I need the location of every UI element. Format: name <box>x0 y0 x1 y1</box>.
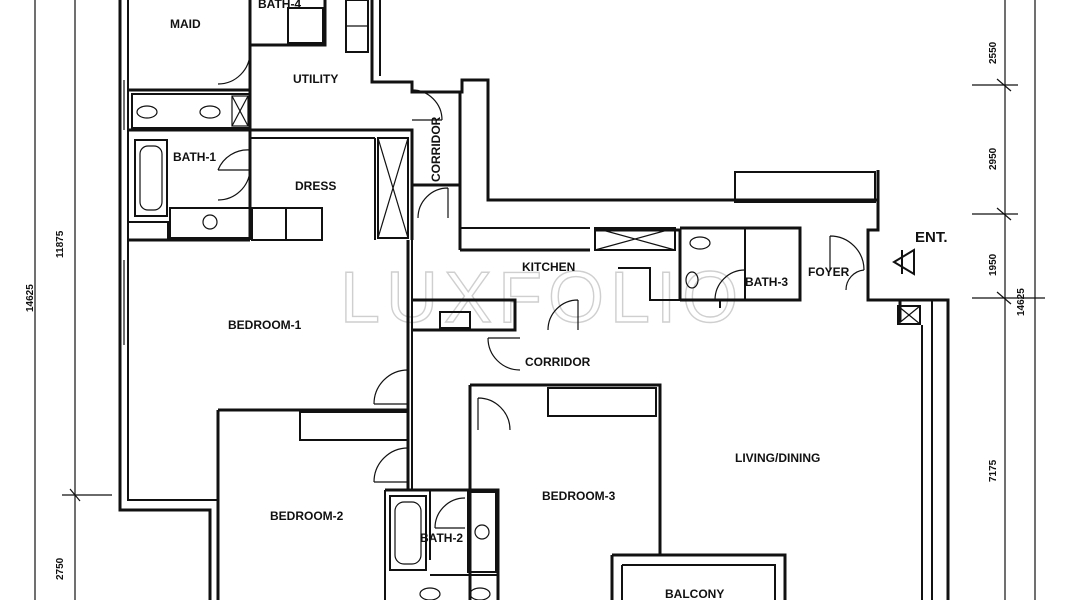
room-label-bath4: BATH-4 <box>258 0 301 11</box>
room-label-dress: DRESS <box>295 179 336 193</box>
dim-right-7175: 7175 <box>988 459 999 482</box>
doors <box>217 51 865 529</box>
dim-right-1950: 1950 <box>988 253 999 276</box>
watermark-text: LUXFOLIO <box>340 258 744 338</box>
exterior-walls <box>118 0 950 600</box>
room-label-utility: UTILITY <box>293 72 338 86</box>
dim-left-upper: 11875 <box>55 230 66 258</box>
left-dimension-lines <box>34 0 112 600</box>
room-label-foyer: FOYER <box>808 265 850 279</box>
room-label-kitchen: KITCHEN <box>522 260 575 274</box>
right-dimension-lines <box>972 0 1045 600</box>
room-label-balcony: BALCONY <box>665 587 724 600</box>
fixtures <box>131 7 711 600</box>
room-label-bedroom3: BEDROOM-3 <box>542 489 616 503</box>
room-label-bath1: BATH-1 <box>173 150 216 164</box>
dim-right-2550: 2550 <box>988 41 999 64</box>
room-label-bath3: BATH-3 <box>745 275 788 289</box>
room-label-maid: MAID <box>170 17 201 31</box>
room-label-bedroom1: BEDROOM-1 <box>228 318 302 332</box>
dim-left-total: 14625 <box>25 284 36 312</box>
dim-right-total: 14625 <box>1016 288 1027 316</box>
room-label-bath2: BATH-2 <box>420 531 463 545</box>
room-label-corridor-mid: CORRIDOR <box>525 355 591 369</box>
dim-left-lower: 2750 <box>55 557 66 580</box>
room-label-bedroom2: BEDROOM-2 <box>270 509 344 523</box>
entrance-label: ENT. <box>915 229 948 246</box>
dim-right-2950: 2950 <box>988 147 999 170</box>
room-label-living-dining: LIVING/DINING <box>735 451 820 465</box>
interior-walls <box>127 0 921 600</box>
room-label-corridor-top: CORRIDOR <box>429 116 443 182</box>
entrance-arrow-icon <box>892 248 915 276</box>
